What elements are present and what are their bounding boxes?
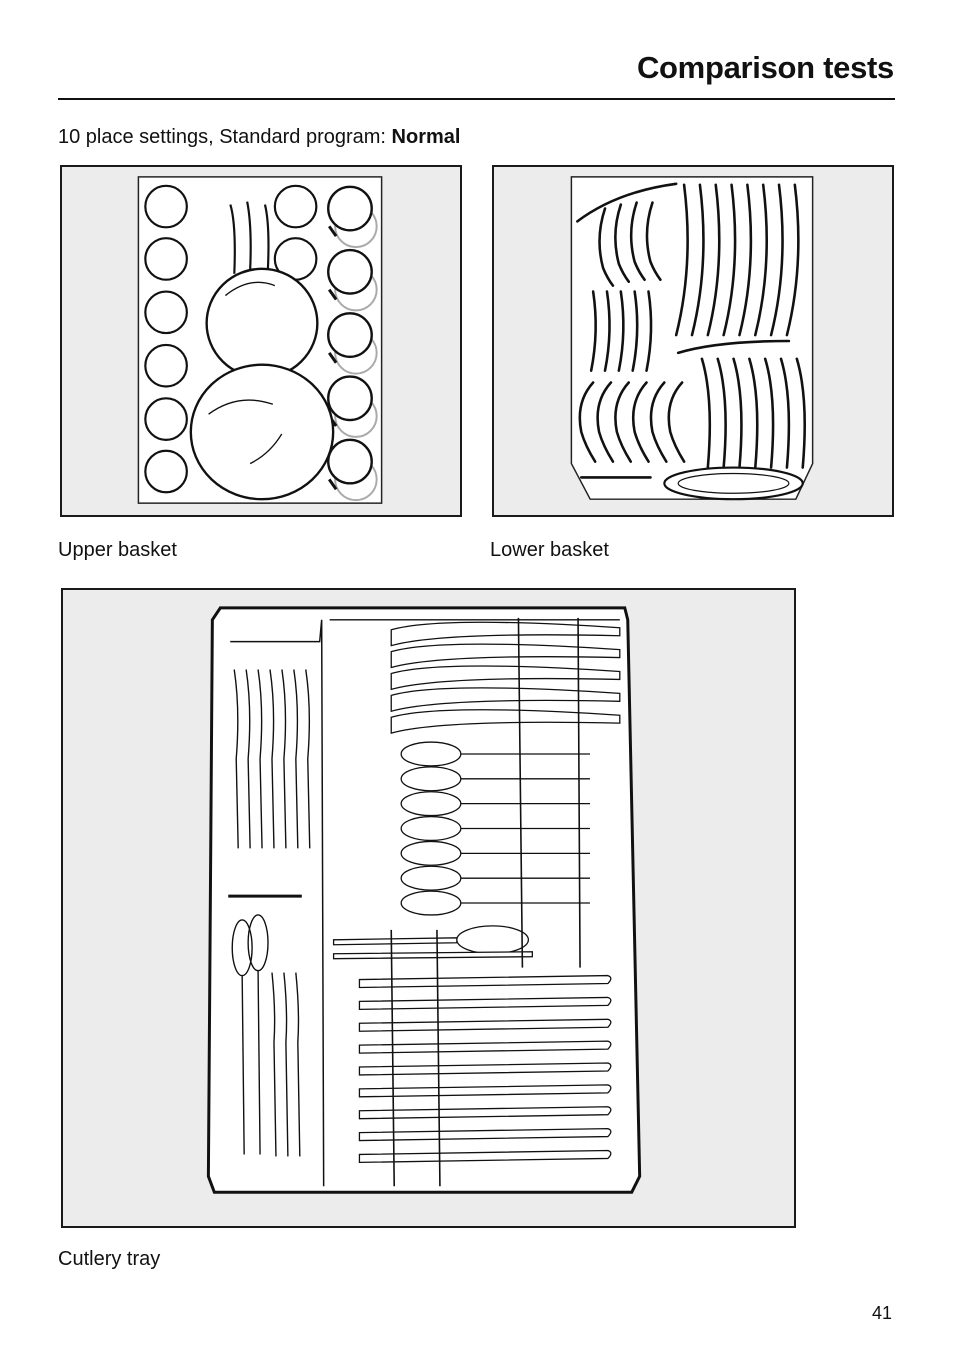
- forks-stack-right: [390, 621, 621, 734]
- cutlery-tray-caption: Cutlery tray: [58, 1248, 161, 1270]
- spoons-across: [332, 925, 533, 960]
- cutlery-tray-figure: [61, 588, 796, 1228]
- title-divider: [58, 98, 895, 100]
- spoons-stack: [400, 741, 590, 916]
- upper-basket-caption: Upper basket: [58, 539, 177, 561]
- lower-basket-illustration: [570, 176, 814, 501]
- page-number: 41: [871, 1303, 892, 1323]
- knives-stack: [358, 974, 612, 1164]
- subtitle-prefix: 10 place settings, Standard program:: [58, 126, 392, 148]
- lower-basket-caption: Lower basket: [490, 539, 609, 561]
- cutlery-tray-illustration: [206, 606, 642, 1194]
- lower-basket-figure: [492, 165, 894, 517]
- tray-rails: [390, 617, 581, 1187]
- page-title: Comparison tests: [636, 50, 894, 85]
- subtitle: 10 place settings, Standard program: Nor…: [58, 126, 460, 149]
- spoons-forks-group-lower: [231, 914, 301, 1157]
- subtitle-program: Normal: [391, 126, 461, 148]
- upper-basket-illustration: [137, 176, 383, 504]
- upper-basket-figure: [60, 165, 462, 517]
- forks-group-upper: [233, 669, 311, 849]
